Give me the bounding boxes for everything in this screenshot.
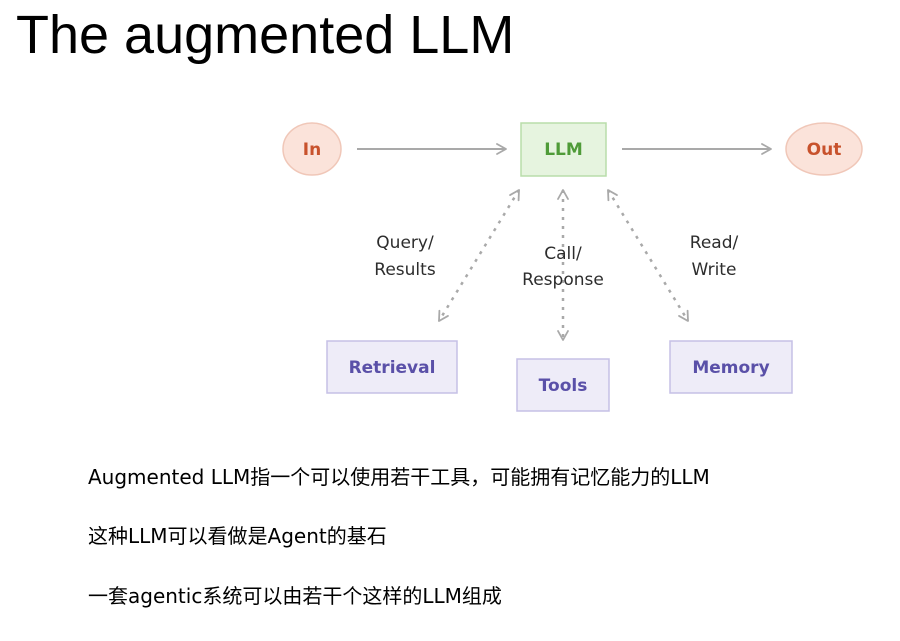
edge-label-query: Query/ — [376, 233, 434, 253]
node-retrieval: Retrieval — [326, 340, 458, 394]
edge-label-call: Call/ — [544, 244, 582, 264]
node-tools: Tools — [516, 358, 610, 412]
node-memory-label: Memory — [692, 358, 769, 378]
node-llm: LLM — [520, 122, 607, 177]
node-out-shape — [785, 122, 863, 176]
bullet-text-2: 这种LLM可以看做是Agent的基石 — [88, 524, 387, 548]
node-retrieval-shape — [326, 340, 458, 394]
edge-label-read: Read/ — [690, 233, 739, 253]
edge-label-response: Response — [522, 270, 604, 290]
node-out-label: Out — [807, 140, 842, 160]
bullet-text-3: 一套agentic系统可以由若干个这样的LLM组成 — [88, 584, 502, 608]
node-tools-label: Tools — [539, 376, 588, 396]
node-tools-shape — [516, 358, 610, 412]
edge-label-results: Results — [374, 260, 436, 280]
node-llm-shape — [520, 122, 607, 177]
arrow-llm-retrieval — [437, 189, 521, 322]
slide-title: The augmented LLM — [16, 5, 515, 65]
node-retrieval-label: Retrieval — [349, 358, 436, 378]
node-memory-shape — [669, 340, 793, 394]
arrow-llm-memory — [606, 189, 690, 322]
node-llm-label: LLM — [544, 140, 583, 160]
node-in-label: In — [303, 140, 321, 160]
node-in: In — [282, 122, 342, 176]
node-in-shape — [282, 122, 342, 176]
node-out: Out — [785, 122, 863, 176]
bullet-text-1: Augmented LLM指一个可以使用若干工具，可能拥有记忆能力的LLM — [88, 465, 710, 489]
node-memory: Memory — [669, 340, 793, 394]
edge-label-write: Write — [692, 260, 737, 280]
